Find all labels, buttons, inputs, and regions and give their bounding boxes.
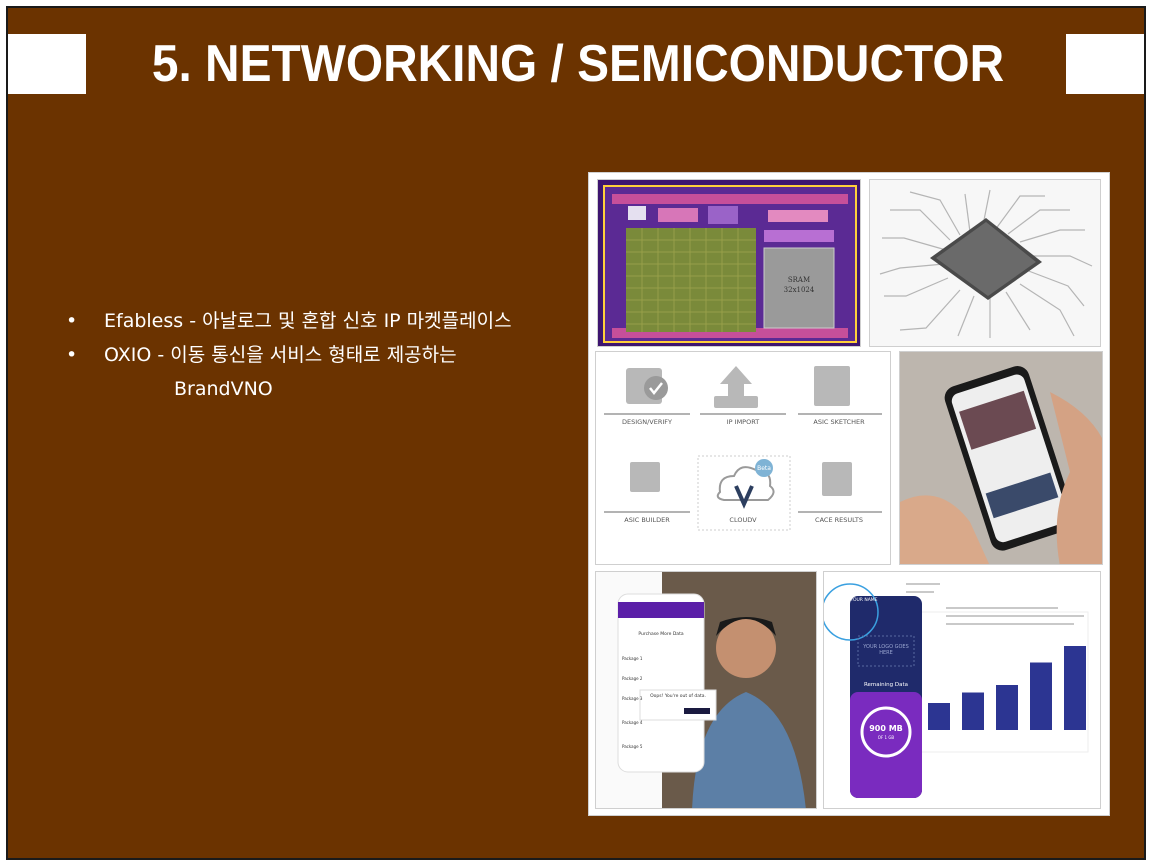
chart-bar [996,685,1018,730]
icon-label-cloudv: CLOUDV [729,516,757,524]
icon-label-asic-builder: ASIC BUILDER [624,516,670,524]
remaining-data-label: Remaining Data [863,682,909,688]
remaining-data-graphic [824,583,1089,798]
bullet-continuation: BrandVNO [174,378,273,400]
chart-bar [962,692,984,730]
logo-placeholder: YOUR LOGO GOES HERE [863,644,909,656]
bullet-item-oxio: • OXIO - 이동 통신을 서비스 형태로 제공하는 BrandVNO [66,338,566,406]
slide: 5. NETWORKING / SEMICONDUCTOR • Efabless… [6,6,1146,860]
remaining-data-image: YOUR NAME YOUR LOGO GOES HERE Remaining … [823,571,1101,809]
bullet-marker: • [66,344,78,366]
bullet-text: OXIO - 이동 통신을 서비스 형태로 제공하는 [104,344,457,366]
package-1: Package 1 [622,656,643,661]
title-decoration-left [8,34,86,94]
purchase-data-graphic [617,572,816,808]
package-5: Package 5 [622,744,643,749]
icon-label-ip-import: IP IMPORT [726,418,760,426]
bullet-list: • Efabless - 아날로그 및 혼합 신호 IP 마켓플레이스 • OX… [66,304,566,406]
purchase-title: Purchase More Data [638,632,684,637]
efabless-tools-graphic [604,366,882,531]
package-4: Package 4 [622,720,643,725]
icon-label-cace-results: CACE RESULTS [815,516,863,524]
remaining-data-sub: OF 1 GB [877,735,895,740]
out-of-data-popup: Oops! You're out of data. [650,694,706,699]
bar-chart [928,646,1086,730]
remaining-data-value: 900 MB [869,724,903,733]
purchase-data-image: Purchase More Data Package 1 Package 2 P… [595,571,817,809]
microchip-image [869,179,1101,347]
image-collage: SRAM 32x1024 [588,172,1110,816]
bullet-text: Efabless - 아날로그 및 혼합 신호 IP 마켓플레이스 [104,310,512,332]
microchip-graphic [879,189,1093,338]
phone-hands-graphic [900,352,1102,564]
icon-label-design-verify: DESIGN/VERIFY [622,418,672,426]
bullet-marker: • [66,310,78,332]
efabless-tools-image: DESIGN/VERIFY IP IMPORT ASIC SKETCHER AS… [595,351,891,565]
chart-bar [1064,646,1086,730]
chart-bar [928,703,950,730]
phone-hands-image [899,351,1103,565]
slide-title: 5. NETWORKING / SEMICONDUCTOR [151,35,1005,93]
bullet-item-efabless: • Efabless - 아날로그 및 혼합 신호 IP 마켓플레이스 [66,304,566,338]
chip-layout-graphic [598,180,860,346]
chip-layout-image: SRAM 32x1024 [597,179,861,347]
your-name-label: YOUR NAME [850,598,878,603]
title-decoration-right [1066,34,1144,94]
sram-label: SRAM [787,276,811,284]
package-3: Package 3 [622,696,643,701]
sram-size: 32x1024 [783,286,815,294]
package-2: Package 2 [622,676,643,681]
chart-bar [1030,662,1052,730]
beta-badge: Beta [757,465,771,472]
icon-label-asic-sketcher: ASIC SKETCHER [813,418,865,426]
